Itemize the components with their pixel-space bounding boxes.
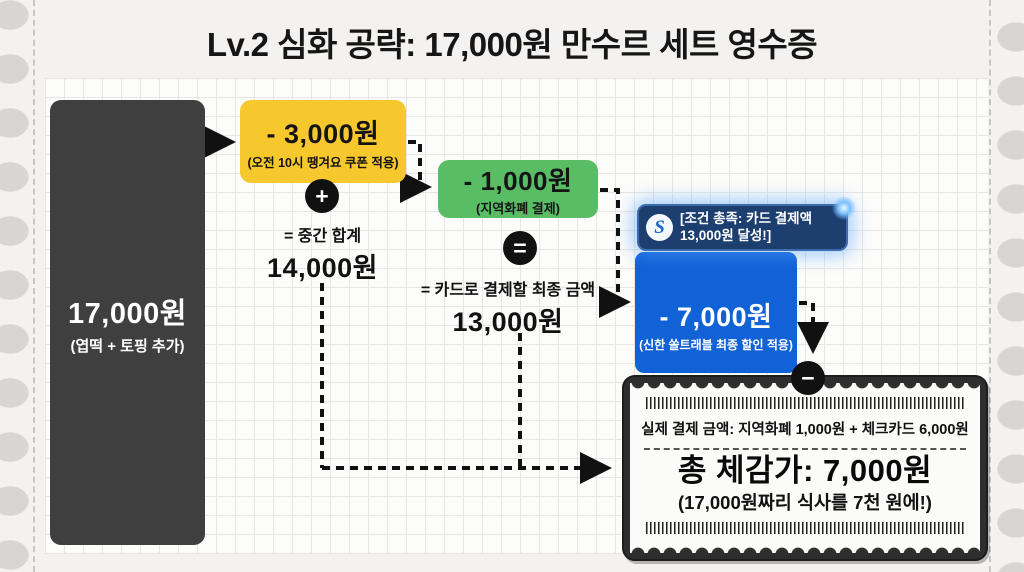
card-discount-amount: - 7,000원 — [659, 301, 773, 332]
subtotal-amount: 14,000원 — [267, 253, 378, 283]
receipt-divider — [644, 448, 966, 450]
glow-sparkle-icon — [832, 196, 856, 220]
local-currency-amount: - 1,000원 — [463, 166, 573, 196]
receipt-barcode-top — [646, 397, 964, 409]
receipt-total: 총 체감가: 7,000원 — [677, 453, 933, 488]
card-discount-box: - 7,000원 (신한 쏠트래블 최종 할인 적용) — [635, 252, 797, 373]
card-total-block: = 카드로 결제할 최종 금액 13,000원 — [408, 276, 608, 339]
start-amount: 17,000원 — [68, 297, 187, 330]
receipt-paper: 실제 결제 금액: 지역화폐 1,000원 + 체크카드 6,000원 총 체감… — [630, 383, 980, 553]
shinhan-sol-logo-icon: S — [646, 214, 673, 241]
plus-icon: + — [305, 179, 339, 213]
final-receipt: 실제 결제 금액: 지역화폐 1,000원 + 체크카드 6,000원 총 체감… — [622, 375, 988, 561]
page-title: Lv.2 심화 공략: 17,000원 만수르 세트 영수증 — [206, 26, 818, 63]
notebook-holes-left — [0, 0, 32, 572]
card-condition-tooltip: S [조건 총족: 카드 결제액 13,000원 달성!] — [637, 204, 848, 251]
minus-icon: − — [791, 361, 825, 395]
card-discount-note: (신한 쏠트래블 최종 할인 적용) — [639, 337, 793, 352]
receipt-barcode-bottom — [646, 521, 964, 534]
notebook-holes-right — [994, 0, 1024, 572]
coupon-amount: - 3,000원 — [266, 119, 380, 149]
coupon-note: (오전 10시 땡겨요 쿠폰 적용) — [247, 156, 399, 170]
receipt-payment-breakdown: 실제 결제 금액: 지역화폐 1,000원 + 체크카드 6,000원 — [641, 422, 969, 438]
local-currency-note: (지역화폐 결제) — [475, 201, 561, 216]
tooltip-line1: [조건 총족: 카드 결제액 — [680, 210, 813, 226]
receipt-scallop-bottom — [630, 545, 980, 553]
card-total-amount: 13,000원 — [452, 307, 564, 337]
start-price-box: 17,000원 (엽떡 + 토핑 추가) — [50, 100, 205, 545]
local-currency-box: - 1,000원 (지역화폐 결제) — [438, 160, 598, 218]
subtotal-block: = 중간 합계 14,000원 — [235, 222, 410, 285]
coupon-discount-box: - 3,000원 (오전 10시 땡겨요 쿠폰 적용) — [240, 100, 406, 183]
perforation-line-left — [33, 0, 35, 572]
tooltip-line2: 13,000원 달성!] — [680, 227, 772, 243]
start-note: (엽떡 + 토핑 추가) — [70, 337, 185, 355]
card-total-label: = 카드로 결제할 최종 금액 — [420, 282, 596, 299]
tooltip-text: [조건 총족: 카드 결제액 13,000원 달성!] — [680, 211, 812, 245]
receipt-note: (17,000원짜리 식사를 7천 원에!) — [678, 491, 932, 513]
subtotal-label: = 중간 합계 — [283, 228, 362, 245]
equals-icon: = — [503, 231, 537, 265]
perforation-line-right — [989, 0, 991, 572]
